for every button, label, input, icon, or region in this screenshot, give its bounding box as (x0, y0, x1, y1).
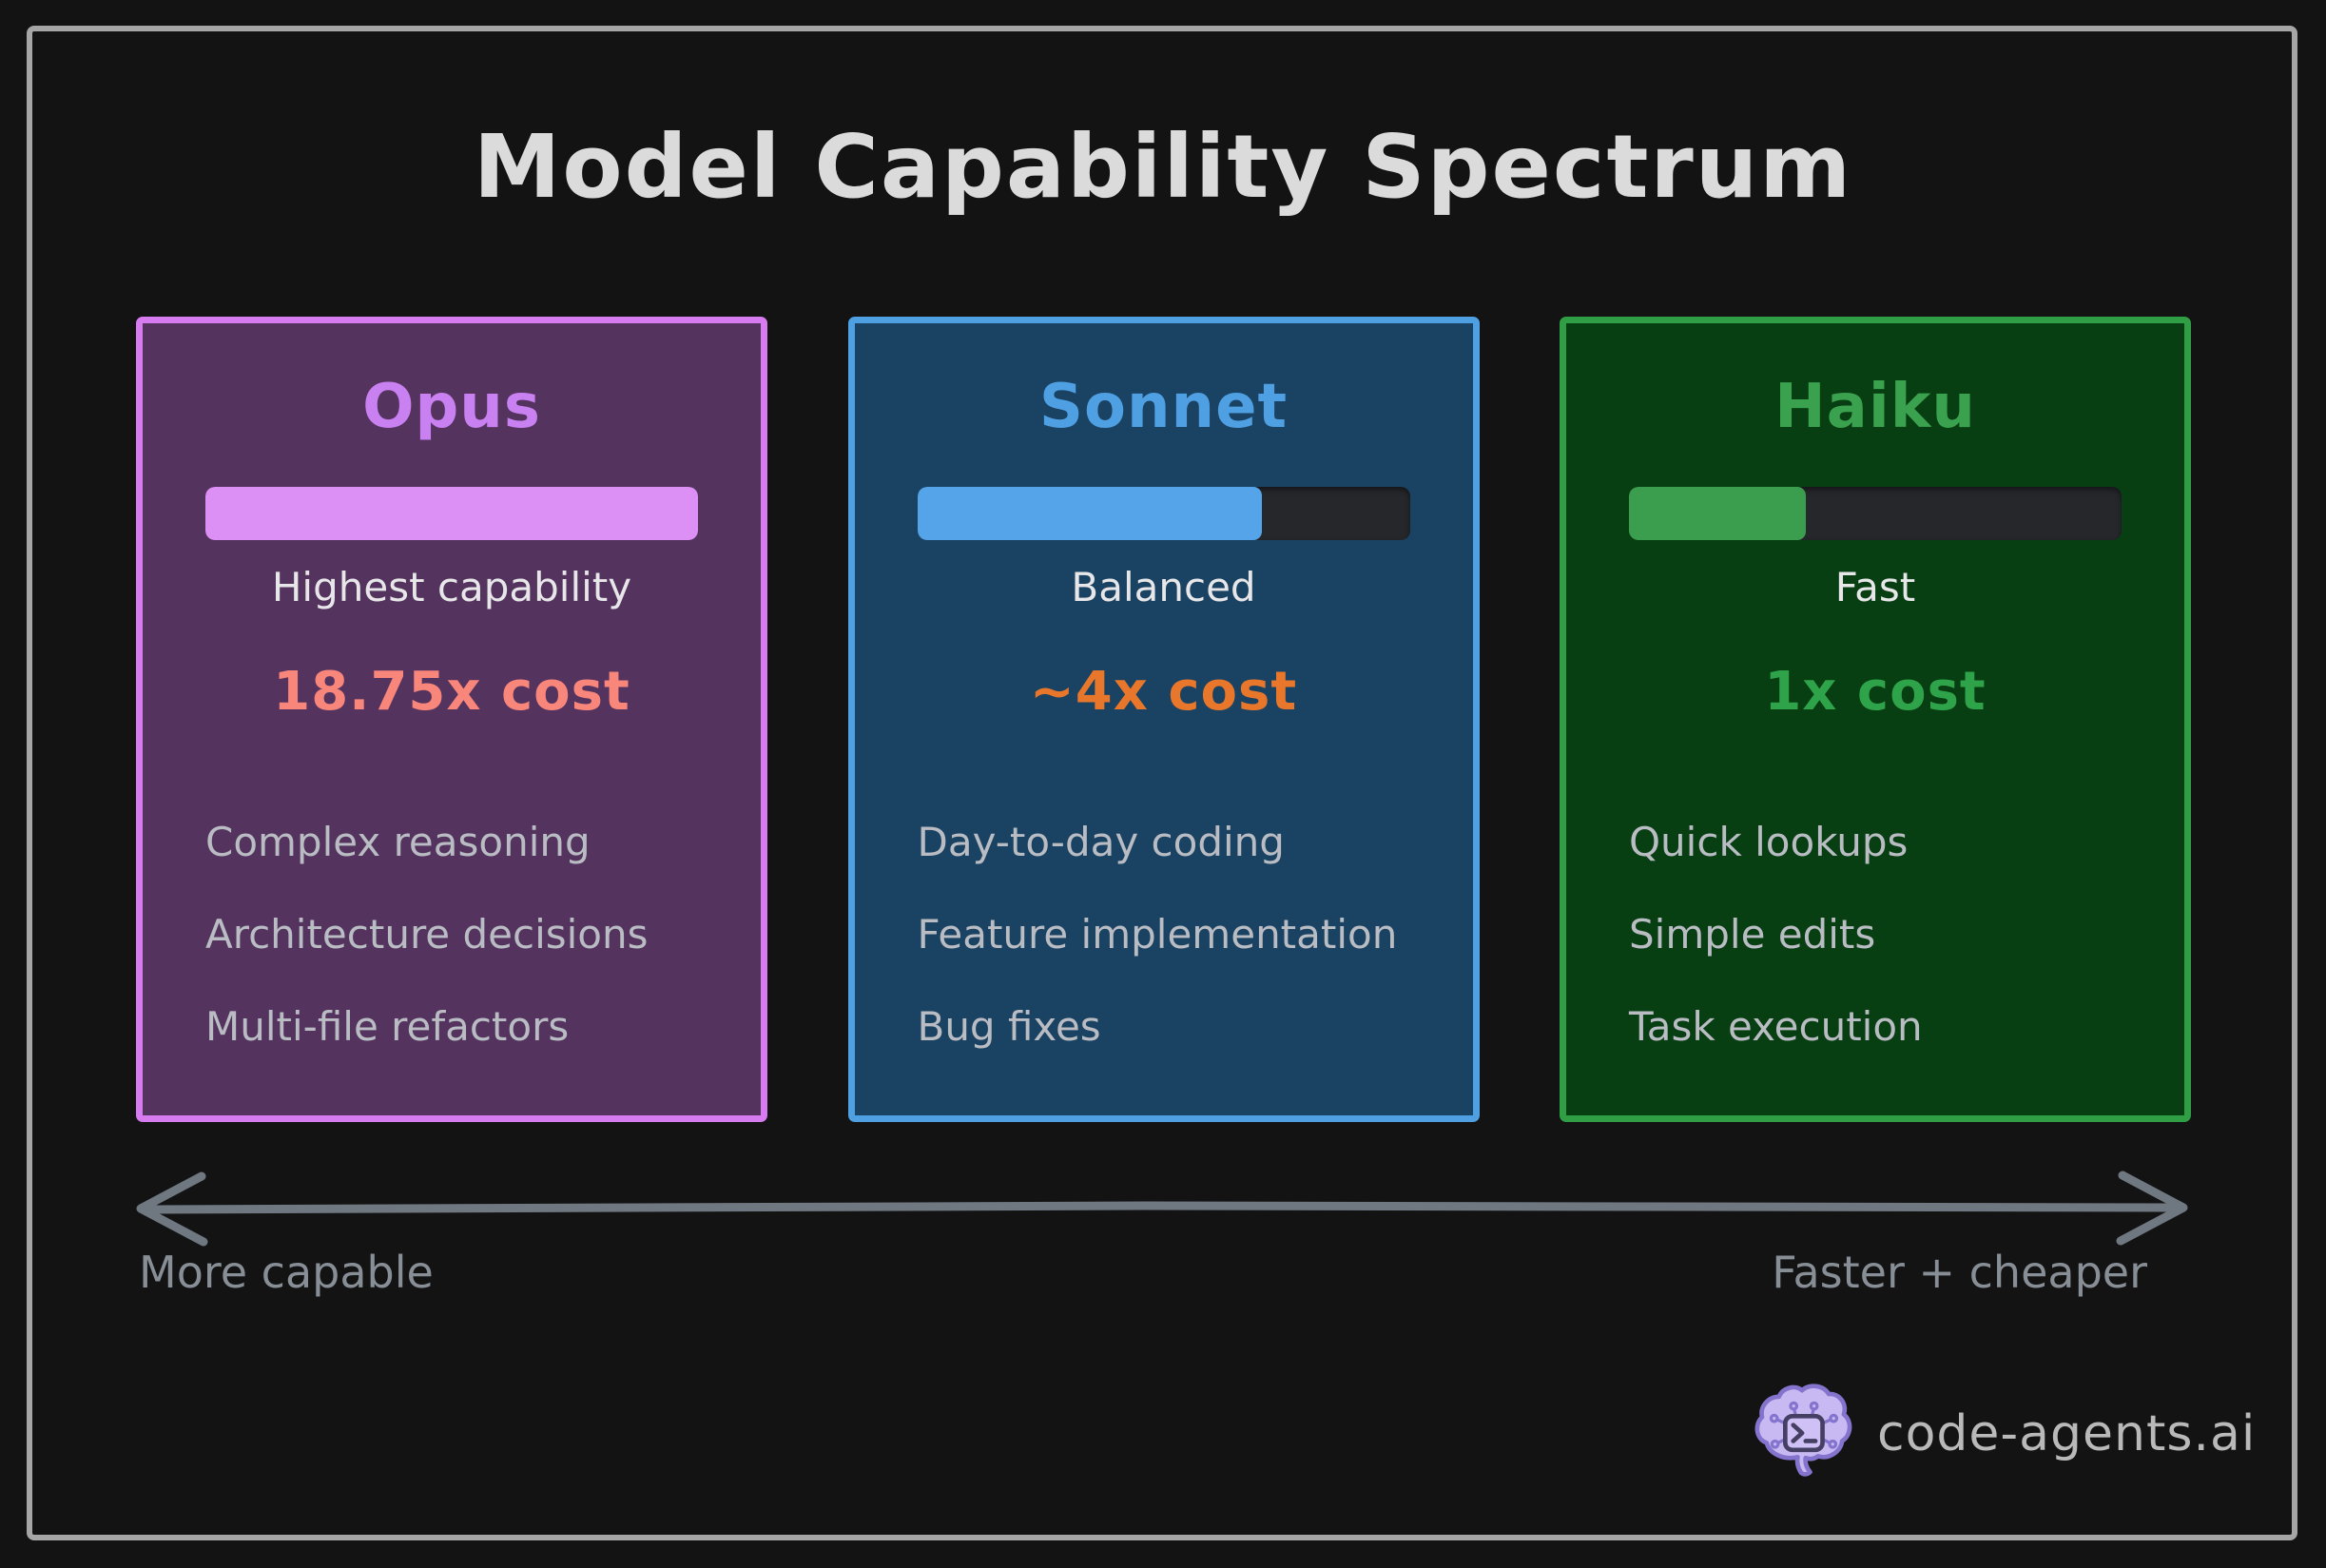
arrowhead-left-icon (136, 1171, 208, 1247)
capability-bar-track (917, 487, 1410, 540)
brain-terminal-icon (1754, 1384, 1852, 1477)
capability-bar-fill (205, 487, 698, 540)
capability-bar-fill (917, 487, 1263, 540)
model-card-opus: Opus Highest capability 18.75x cost Comp… (136, 317, 767, 1122)
capability-bar-track (1629, 487, 2122, 540)
cost-label: ~4x cost (1029, 661, 1298, 723)
model-name: Haiku (1774, 372, 1976, 442)
capability-bar-fill (1629, 487, 1807, 540)
axis-label-more-capable: More capable (139, 1247, 434, 1298)
model-card-sonnet: Sonnet Balanced ~4x cost Day-to-day codi… (847, 317, 1480, 1122)
feature-item: Multi-file refactors (205, 1003, 570, 1050)
feature-item: Feature implementation (917, 911, 1398, 958)
circuit-traces (1769, 1401, 1839, 1449)
prompt-chevron-icon (1791, 1423, 1805, 1443)
capability-caption: Balanced (1071, 564, 1256, 610)
capability-caption: Highest capability (271, 564, 632, 610)
capability-caption: Fast (1834, 564, 1916, 610)
feature-item: Architecture decisions (205, 911, 649, 958)
arrow-shaft (140, 1201, 2184, 1214)
feature-item: Task execution (1629, 1003, 1923, 1050)
feature-item: Simple edits (1629, 911, 1876, 958)
feature-list: Complex reasoning Architecture decisions… (143, 814, 761, 1091)
feature-item: Day-to-day coding (917, 819, 1285, 865)
brand-name: code-agents.ai (1877, 1405, 2257, 1462)
model-card-haiku: Haiku Fast 1x cost Quick lookups Simple … (1560, 317, 2191, 1122)
feature-list: Quick lookups Simple edits Task executio… (1566, 814, 2184, 1091)
spectrum-arrow (136, 1171, 2188, 1247)
cost-label: 18.75x cost (273, 661, 630, 723)
page-title: Model Capability Spectrum (473, 116, 1853, 218)
brand-lockup: code-agents.ai (1750, 1381, 2256, 1487)
model-cards-row: Opus Highest capability 18.75x cost Comp… (136, 317, 2191, 1122)
feature-item: Complex reasoning (205, 819, 591, 865)
axis-label-faster-cheaper: Faster + cheaper (1772, 1247, 2147, 1298)
model-name: Sonnet (1038, 372, 1289, 442)
model-name: Opus (362, 372, 541, 442)
feature-item: Bug fixes (917, 1003, 1101, 1050)
arrowhead-right-icon (2116, 1171, 2188, 1246)
cost-label: 1x cost (1764, 661, 1987, 723)
feature-list: Day-to-day coding Feature implementation… (855, 814, 1473, 1091)
capability-bar-track (205, 487, 698, 540)
feature-item: Quick lookups (1629, 819, 1909, 865)
